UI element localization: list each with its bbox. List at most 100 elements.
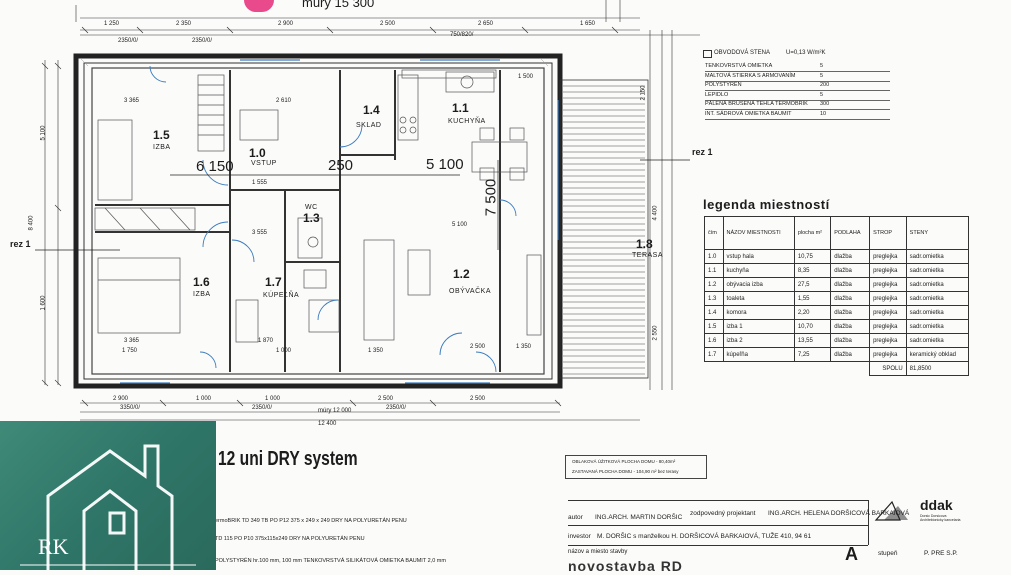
layer-thickness: 200 <box>820 82 830 88</box>
stage-label: stupeň <box>878 550 898 557</box>
layer-name: TENKOVRSTVÁ OMIETKA <box>705 63 773 69</box>
layer-thickness: 5 <box>820 63 824 69</box>
inner-dim: 1 750 <box>122 348 138 354</box>
overlay-dim: 6 150 <box>196 158 234 175</box>
inner-dim: 1 350 <box>516 344 532 350</box>
inner-dim: 5 100 <box>452 222 468 228</box>
legend-header: NÁZOV MIESTNOSTI <box>722 216 795 250</box>
legend-header: čím <box>704 216 724 250</box>
legend-cell: dlažba <box>830 319 871 334</box>
legend-cell: dlažba <box>830 263 871 278</box>
legend-cell: 1.0 <box>704 249 724 264</box>
room-number: 1.8 <box>636 237 653 251</box>
legend-cell: keramický obklad <box>905 347 970 362</box>
layer-name: MALTOVÁ STIERKA S ARMOVANÍM <box>705 72 796 79</box>
room-number: 1.0 <box>249 146 266 160</box>
legend-header: STENY <box>905 216 970 250</box>
top-sub-dim: 2350/0/ <box>118 38 139 44</box>
investor-label: investor <box>568 533 591 540</box>
title-block-line <box>568 545 868 546</box>
firm-name: ddak <box>920 497 953 513</box>
legend-header-row: čím NÁZOV MIESTNOSTI plocha m² PODLAHA S… <box>704 216 970 250</box>
layer-thickness: 5 <box>820 91 824 98</box>
room-name: IZBA <box>193 291 211 298</box>
composition-title: OBVODOVÁ STENA <box>714 50 771 56</box>
layer-thickness: 10 <box>820 110 827 117</box>
inner-dim: 1 555 <box>252 180 268 186</box>
title-block-line <box>568 500 868 501</box>
top-walls-label: múry 15 300 <box>302 0 375 10</box>
section-label-left: rez 1 <box>10 239 31 249</box>
legend-cell: kúpeľňa <box>722 347 795 362</box>
responsible-name: ING.ARCH. HELENA DORŠICOVÁ BARKAIOVÁ <box>768 510 910 517</box>
legend-cell: 10,70 <box>793 319 832 334</box>
system-line: TD 115 PO P10 375x115x249 DRY NA POLYURE… <box>215 536 365 542</box>
room-number: 1.3 <box>303 211 320 225</box>
legend-cell: izba 1 <box>722 319 795 334</box>
pink-pin-marker <box>244 0 274 12</box>
investor-name: M. DORŠIC s manželkou H. DORŠICOVÁ BARKA… <box>597 533 812 540</box>
top-dim: 2 350 <box>176 21 192 27</box>
rk-logo-badge: RK <box>0 421 216 571</box>
layer-thickness: 300 <box>820 101 830 107</box>
legend-cell: 1.3 <box>704 291 724 306</box>
inner-dim: 1 870 <box>258 338 274 344</box>
inner-dim: 1 500 <box>518 74 534 80</box>
inner-dim: 2 610 <box>276 98 292 104</box>
system-line: POLYSTYRÉN hr.100 mm, 100 mm TENKOVRSTVÁ… <box>215 558 446 564</box>
layer-name: INT. SÁDROVÁ OMIETKA BAUMIT <box>705 110 792 117</box>
firm-logo-icon <box>874 500 914 522</box>
legend-table: čím NÁZOV MIESTNOSTI plocha m² PODLAHA S… <box>704 216 970 376</box>
composition-layer-row: INT. SÁDROVÁ OMIETKA BAUMIT 10 <box>705 110 890 120</box>
legend-cell: sadr.omietka <box>905 263 970 278</box>
legend-cell: 13,55 <box>793 333 832 348</box>
legend-total-spacer <box>705 362 870 376</box>
legend-cell: 1.1 <box>704 263 724 278</box>
area-line: OBLAKOVÁ ÚŽITKOVÁ PLOCHA DOMU - 80,40m² <box>572 459 676 464</box>
bottom-dim: 2 900 <box>113 396 129 402</box>
overall-width: 12 400 <box>318 421 337 427</box>
author-label: autor <box>568 514 583 521</box>
bottom-dim: 2 500 <box>378 396 394 402</box>
bottom-dim: 1 000 <box>196 396 212 402</box>
left-dim: 1 600 <box>40 295 47 311</box>
stage-letter: A <box>845 544 858 564</box>
legend-cell: dlažba <box>830 249 871 264</box>
system-line: ermoBRIK TD 349 TB PO P12 375 x 249 x 24… <box>215 518 407 524</box>
inner-dim: 2 500 <box>470 344 486 350</box>
rk-logo-text: RK <box>38 534 69 559</box>
legend-cell: sadr.omietka <box>905 277 970 292</box>
legend-cell: dlažba <box>830 291 871 306</box>
legend-cell: dlažba <box>830 347 871 362</box>
legend-cell: sadr.omietka <box>905 333 970 348</box>
bottom-walls-label: múry 12 000 <box>318 408 352 414</box>
right-dim: 2 150 <box>640 85 647 101</box>
room-number: 1.1 <box>452 101 469 115</box>
area-line: ZASTAVANÁ PLOCHA DOMU - 104,90 m² bez te… <box>572 469 679 474</box>
legend-cell: 1.4 <box>704 305 724 320</box>
legend-cell: 1.7 <box>704 347 724 362</box>
top-dim: 1 250 <box>104 21 120 27</box>
layer-name: LEPIDLO <box>705 91 729 98</box>
legend-cell: toaleta <box>722 291 795 306</box>
bottom-dim: 2 500 <box>470 396 486 402</box>
room-number: 1.4 <box>363 103 380 117</box>
legend-cell: 2,20 <box>793 305 832 320</box>
legend-cell: preglejka <box>869 333 907 348</box>
inner-dim: 1 000 <box>276 348 292 354</box>
bottom-sub-dim: 2350/0/ <box>386 405 407 411</box>
left-dim: 8 400 <box>28 215 35 231</box>
legend-title: legenda miestností <box>703 197 830 212</box>
legend-cell: kuchyňa <box>722 263 795 278</box>
legend-cell: preglejka <box>869 263 907 278</box>
legend-cell: preglejka <box>869 319 907 334</box>
room-number: 1.7 <box>265 275 282 289</box>
composition-layer-row: LEPIDLO 5 <box>705 91 890 101</box>
room-name: WC <box>305 204 318 211</box>
room-name: SKLAD <box>356 122 382 129</box>
legend-cell: preglejka <box>869 277 907 292</box>
inner-dim: 3 365 <box>124 98 140 104</box>
